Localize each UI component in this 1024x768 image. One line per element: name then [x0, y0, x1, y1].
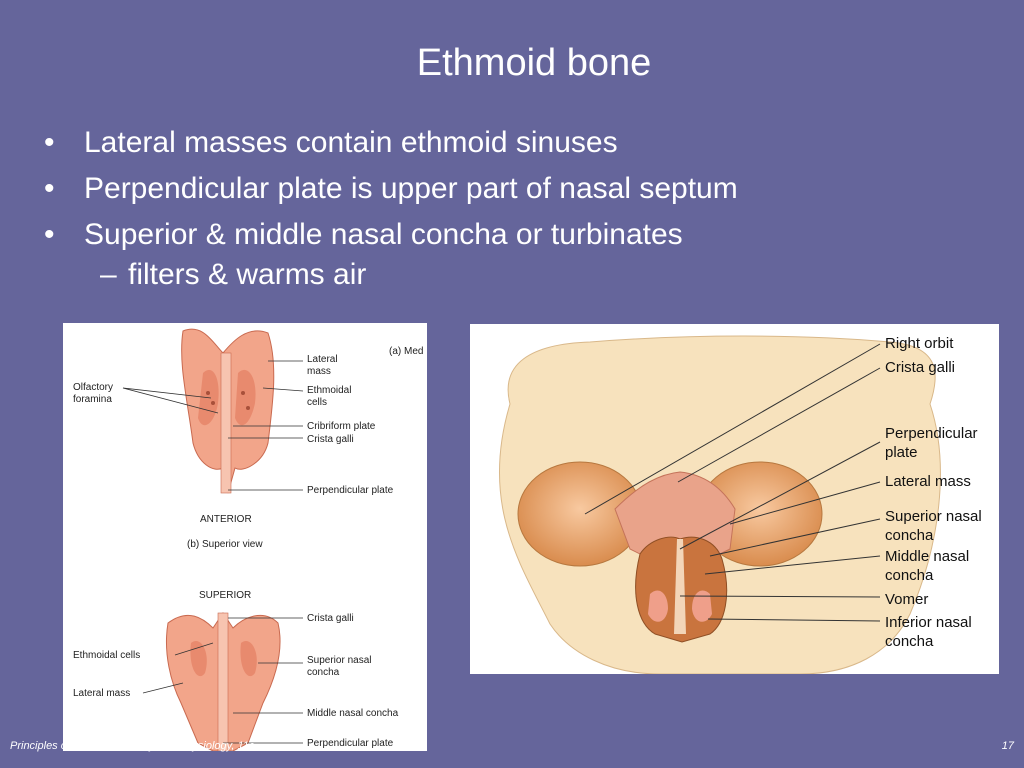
label-superior-view: (b) Superior view: [187, 539, 263, 550]
label-anterior: ANTERIOR: [200, 514, 252, 525]
bullet-text: Lateral masses contain ethmoid sinuses: [84, 126, 618, 159]
label-vomer: Vomer: [885, 591, 928, 608]
label-right-orbit: Right orbit: [885, 335, 954, 352]
label-crista-galli: Crista galli: [307, 434, 354, 445]
inferior-concha-left: [692, 590, 712, 622]
label-perpendicular-plate: Perpendicular plate: [307, 485, 394, 496]
label-perpendicular-plate-bottom: Perpendicular plate: [307, 738, 394, 749]
label-superior-nasal-concha-2: concha: [307, 667, 340, 678]
label-inferior-nasal-concha-2: concha: [885, 633, 934, 650]
ethmoid-illustration-left: (a) Med Lateral mass Ethmoidal cells Cri…: [73, 328, 423, 751]
leader-lines-right: [584, 343, 881, 622]
label-cribriform-plate: Cribriform plate: [307, 421, 376, 432]
label-middle-nasal-concha-right-2: concha: [885, 567, 934, 584]
ethmoid-bone-top: [181, 328, 275, 494]
dash-symbol: –: [100, 258, 117, 291]
label-crista-galli-bottom: Crista galli: [307, 613, 354, 624]
label-lateral-mass-bottom: Lateral mass: [73, 688, 130, 699]
leader-lines-left: [122, 360, 304, 744]
label-superior: SUPERIOR: [199, 590, 251, 601]
ethmoid-diagram-left: (a) Med Lateral mass Ethmoidal cells Cri…: [63, 323, 427, 751]
footer-course-title: Principles of Human Anatomy and Physiolo…: [10, 740, 255, 752]
label-inferior-nasal-concha-1: Inferior nasal: [885, 614, 972, 631]
label-olfactory-foramina-1: Olfactory: [73, 382, 113, 393]
label-perpendicular-plate-right-2: plate: [885, 444, 918, 461]
sub-bullet-text: filters & warms air: [128, 258, 367, 291]
bullet-symbol: •: [44, 126, 55, 159]
slide-title: Ethmoid bone: [416, 42, 652, 84]
label-lateral-mass-right: Lateral mass: [885, 473, 971, 490]
label-olfactory-foramina-2: foramina: [73, 394, 112, 405]
sub-bullet: –filters & warms air: [100, 258, 366, 292]
nasal-septum: [674, 539, 686, 634]
bullet-text: Perpendicular plate is upper part of nas…: [84, 172, 738, 205]
label-lateral-mass-2: mass: [307, 366, 331, 377]
view-label: (a) Med: [389, 346, 423, 357]
label-ethmoidal-cells-2: cells: [307, 397, 327, 408]
bullet-list: •Lateral masses contain ethmoid sinuses …: [44, 123, 738, 261]
bullet-item: • Lateral masses contain ethmoid sinuses: [44, 123, 738, 169]
bullet-item: • Superior & middle nasal concha or turbi…: [44, 215, 738, 261]
label-crista-galli-right: Crista galli: [885, 359, 955, 376]
ethmoid-bone-bottom: [165, 612, 281, 751]
label-perpendicular-plate-right-1: Perpendicular: [885, 425, 978, 442]
label-ethmoidal-cells-bottom: Ethmoidal cells: [73, 650, 140, 661]
ethmoid-diagram-right: Right orbit Crista galli Perpendicular p…: [470, 324, 999, 674]
footer-page-number: 17: [1001, 740, 1014, 752]
inferior-concha-right: [648, 590, 668, 622]
bullet-item: • Perpendicular plate is upper part of na…: [44, 169, 738, 215]
bullet-symbol: •: [44, 218, 55, 251]
label-lateral-mass-1: Lateral: [307, 354, 338, 365]
label-middle-nasal-concha-right-1: Middle nasal: [885, 548, 969, 565]
label-superior-nasal-concha-right-2: concha: [885, 527, 934, 544]
skull-illustration-right: Right orbit Crista galli Perpendicular p…: [498, 335, 982, 674]
label-superior-nasal-concha-1: Superior nasal: [307, 655, 371, 666]
label-ethmoidal-cells-1: Ethmoidal: [307, 385, 351, 396]
bullet-text: Superior & middle nasal concha or turbin…: [84, 218, 683, 251]
label-middle-nasal-concha: Middle nasal concha: [307, 708, 399, 719]
label-superior-nasal-concha-right-1: Superior nasal: [885, 508, 982, 525]
bullet-symbol: •: [44, 172, 55, 205]
